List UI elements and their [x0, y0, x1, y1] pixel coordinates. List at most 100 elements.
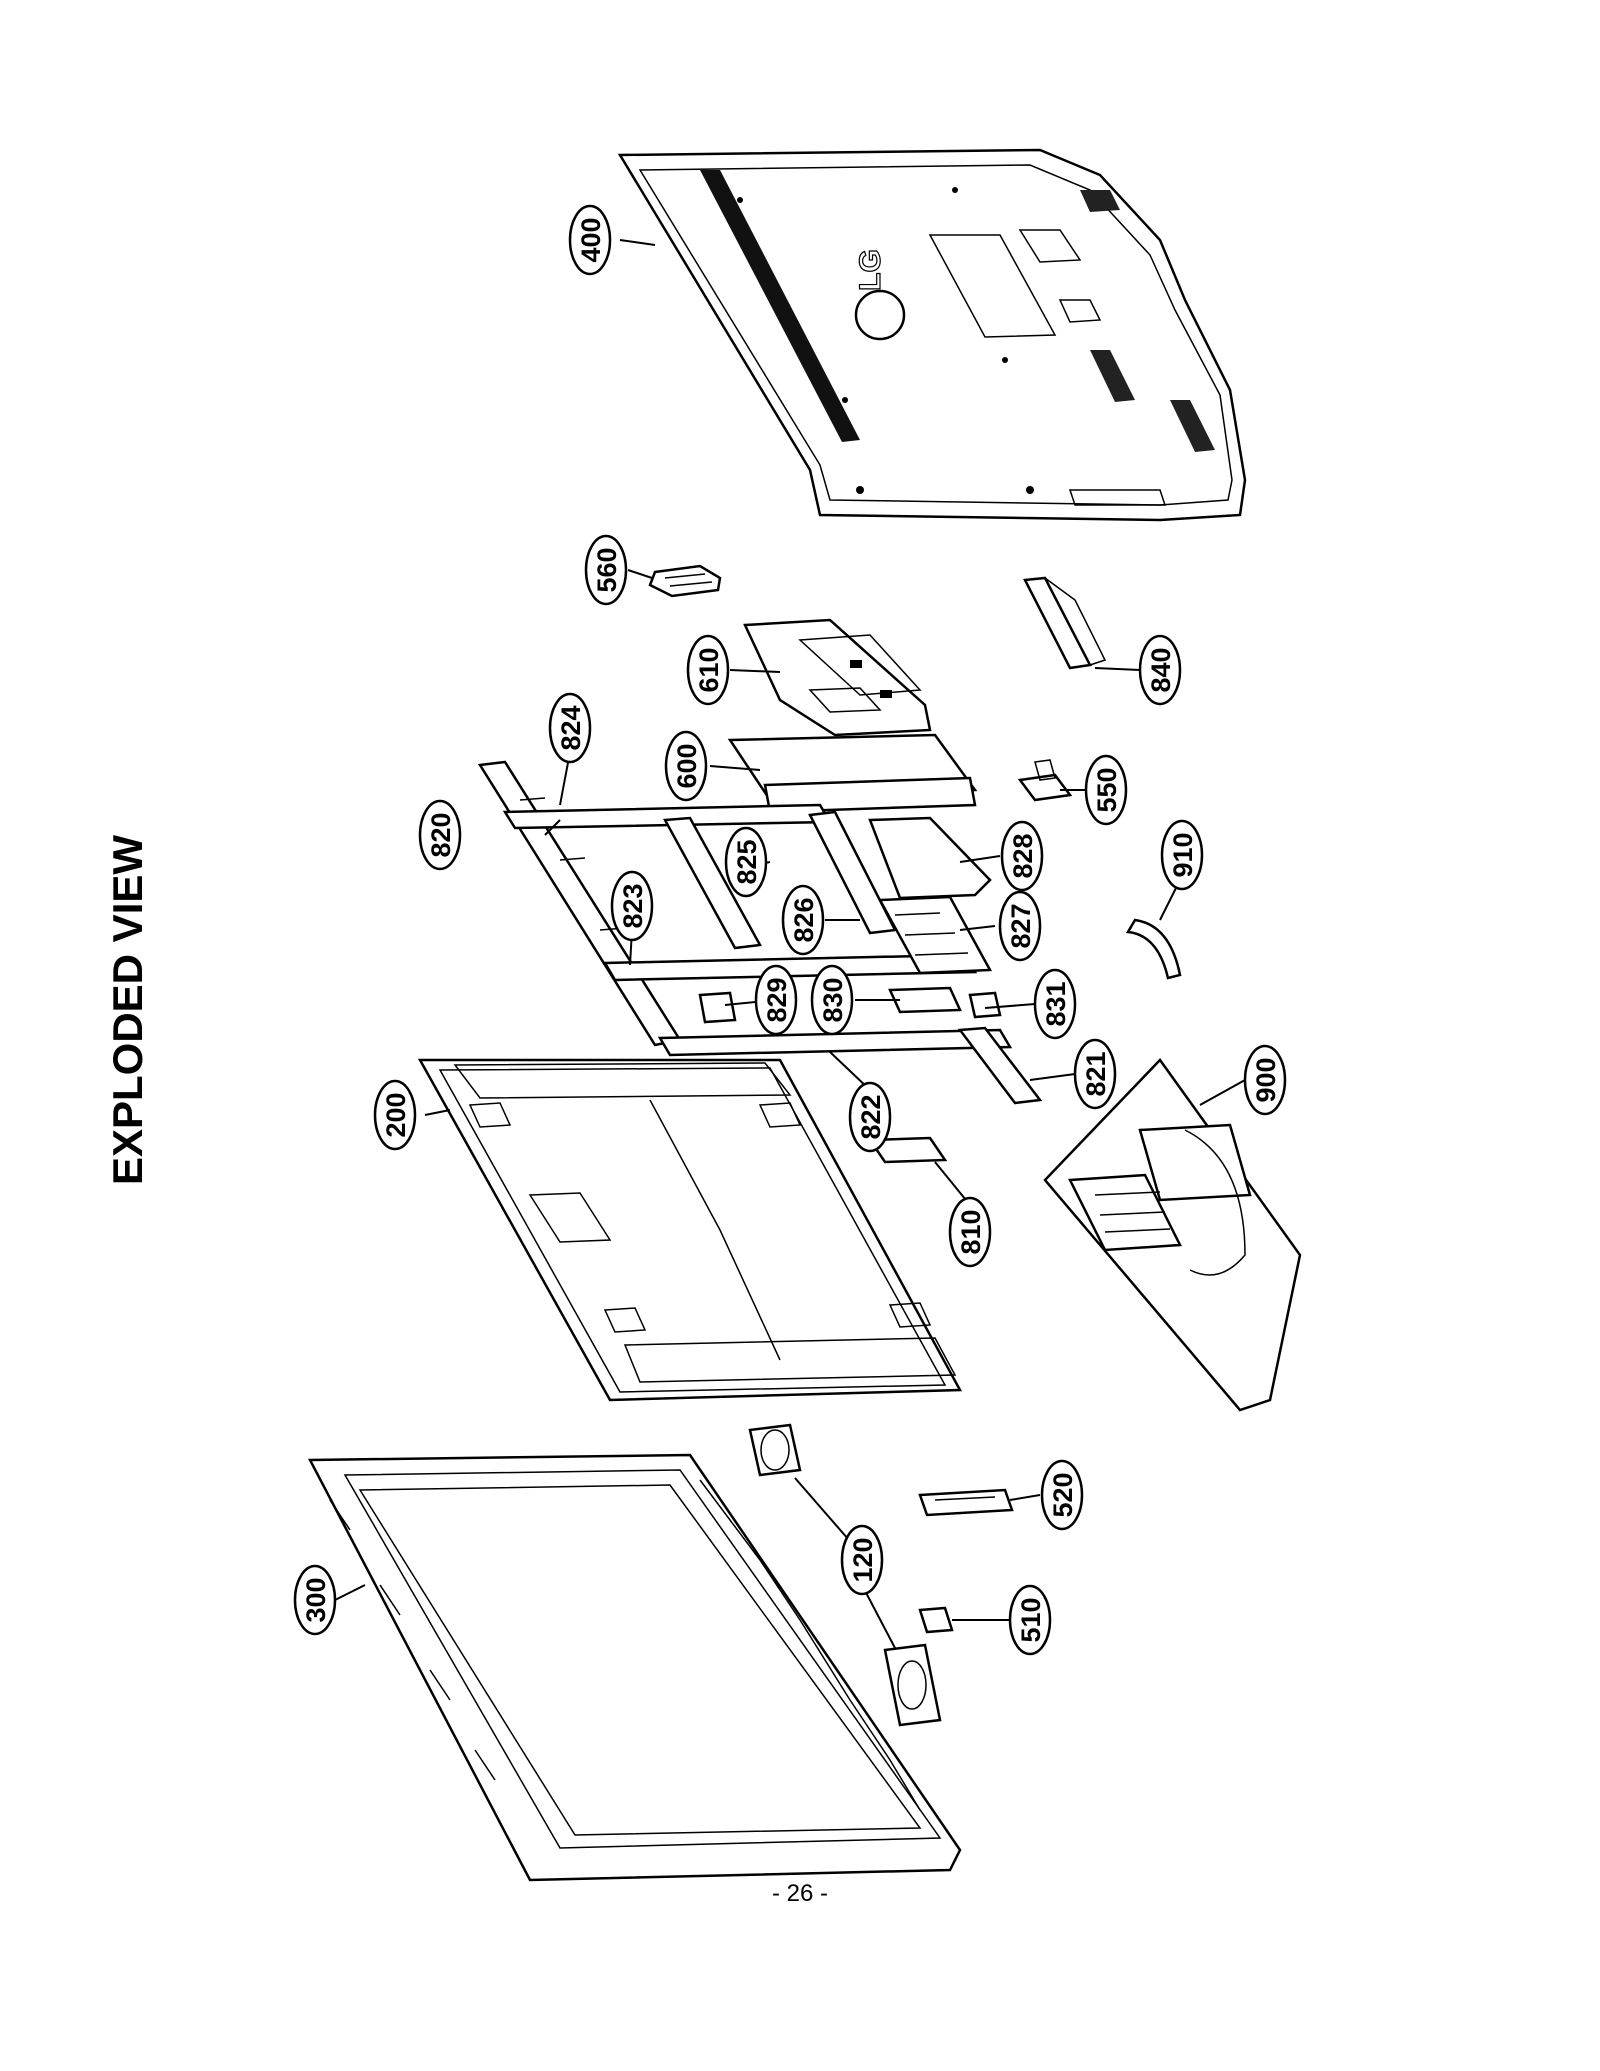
callout-bubble: [724, 826, 768, 898]
callout-822: 822: [848, 1081, 892, 1153]
callout-510: 510: [1008, 1584, 1052, 1656]
part-810-plate: [867, 1136, 948, 1164]
callout-bubble: [293, 1564, 337, 1636]
callout-bubble: [1008, 1584, 1052, 1656]
callout-827: 827: [998, 890, 1042, 962]
callout-bubble: [548, 692, 592, 764]
callout-bubble: [686, 634, 730, 706]
callout-bubble: [848, 1081, 892, 1153]
part-510-board: [918, 1606, 954, 1634]
part-400-back-cover: LG: [617, 148, 1247, 522]
callout-bubble: [948, 1196, 992, 1268]
callout-828: 828: [1000, 820, 1044, 892]
part-823-rail: [602, 953, 978, 982]
callout-600: 600: [664, 730, 708, 802]
callout-label: 821: [1081, 1051, 1111, 1096]
callout-bubble: [1243, 1044, 1287, 1116]
callout-610: 610: [686, 634, 730, 706]
callout-300: 300: [293, 1564, 337, 1636]
callout-900: 900: [1243, 1044, 1287, 1116]
part-822-rail: [657, 1028, 1013, 1057]
callout-910: 910: [1160, 819, 1204, 891]
part-831-bracket: [968, 991, 1002, 1019]
callout-120: 120: [840, 1524, 884, 1596]
callout-826: 826: [781, 884, 825, 956]
part-600-power-board: [727, 733, 978, 814]
callout-label: 831: [1041, 981, 1071, 1026]
callout-label: 400: [576, 217, 606, 262]
callout-label: 120: [848, 1537, 878, 1582]
lg-logo-text: LG: [854, 249, 887, 291]
callout-824: 824: [548, 692, 592, 764]
part-826-rail: [808, 810, 897, 935]
callout-560: 560: [584, 534, 628, 606]
callout-label: 830: [818, 977, 848, 1022]
part-560-bracket: [648, 564, 722, 598]
part-910-cover: [1125, 918, 1182, 980]
callout-830: 830: [810, 964, 854, 1036]
callout-label: 900: [1251, 1057, 1281, 1102]
callout-label: 560: [592, 547, 622, 592]
callout-829: 829: [754, 964, 798, 1036]
callout-bubble: [610, 870, 654, 942]
callout-label: 829: [762, 977, 792, 1022]
callout-bubble: [840, 1524, 884, 1596]
part-825-rail: [662, 816, 762, 950]
callout-label: 840: [1146, 647, 1176, 692]
callout-bubble: [418, 799, 462, 871]
callout-label: 828: [1008, 833, 1038, 878]
callout-label: 823: [618, 883, 648, 928]
lg-logo: LG: [853, 249, 906, 341]
part-300-front-cabinet: [307, 1453, 962, 1882]
part-520-board: [918, 1488, 1014, 1517]
callout-label: 826: [789, 897, 819, 942]
callout-bubble: [1160, 819, 1204, 891]
callout-label: 825: [732, 839, 762, 884]
callout-bubble: [568, 204, 612, 276]
callout-label: 610: [694, 647, 724, 692]
callout-821: 821: [1073, 1038, 1117, 1110]
part-200-lcd-module: [417, 1058, 963, 1402]
callout-810: 810: [948, 1196, 992, 1268]
callout-bubble: [998, 890, 1042, 962]
callout-label: 820: [426, 812, 456, 857]
callout-bubble: [754, 964, 798, 1036]
part-840-cover: [1023, 576, 1107, 670]
callout-label: 822: [856, 1094, 886, 1139]
callout-bubble: [1073, 1038, 1117, 1110]
part-821-rail: [957, 1026, 1043, 1105]
callout-550: 550: [1084, 754, 1128, 826]
part-828-plate: [868, 816, 992, 900]
callout-831: 831: [1033, 968, 1077, 1040]
part-830-bracket: [888, 986, 962, 1014]
part-610-main-board: [743, 618, 932, 737]
callout-label: 300: [301, 1577, 331, 1622]
callout-820: 820: [418, 799, 462, 871]
callout-200: 200: [373, 1079, 417, 1151]
callout-bubble: [810, 964, 854, 1036]
callout-bubble: [664, 730, 708, 802]
callout-bubble: [1084, 754, 1128, 826]
callout-400: 400: [568, 204, 612, 276]
callout-label: 510: [1016, 1597, 1046, 1642]
callout-bubble: [1033, 968, 1077, 1040]
callout-bubble: [373, 1079, 417, 1151]
callout-label: 824: [556, 705, 586, 750]
callout-label: 520: [1048, 1472, 1078, 1517]
callout-label: 600: [672, 743, 702, 788]
callout-bubble: [584, 534, 628, 606]
callout-bubble: [1138, 634, 1182, 706]
callout-label: 550: [1092, 767, 1122, 812]
part-900-stand: [1043, 1058, 1302, 1412]
callout-label: 200: [381, 1092, 411, 1137]
callout-520: 520: [1040, 1459, 1084, 1531]
callout-layer: 400 560 610 824 600 820 825 823 826 829 830 828 827 8…: [293, 204, 1287, 1656]
callout-823: 823: [610, 870, 654, 942]
callout-825: 825: [724, 826, 768, 898]
callout-label: 810: [956, 1209, 986, 1254]
callout-bubble: [1000, 820, 1044, 892]
callout-bubble: [1040, 1459, 1084, 1531]
page-number: - 26 -: [771, 1880, 828, 1907]
